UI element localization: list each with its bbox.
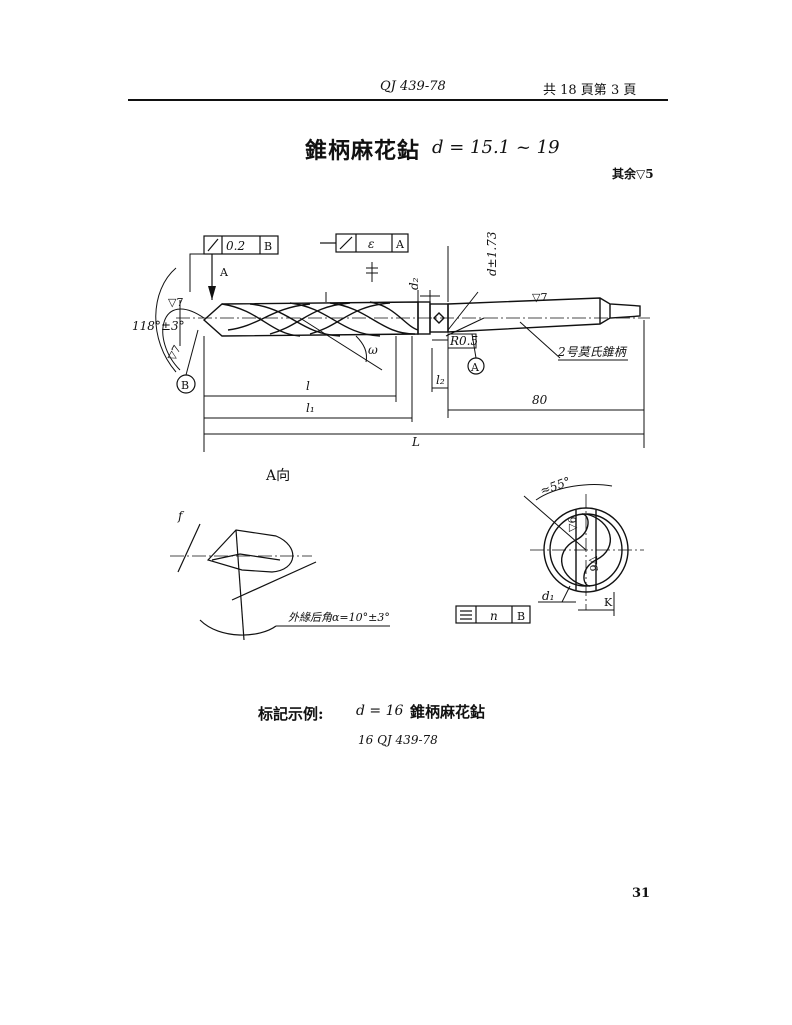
view-a-f-label: f	[177, 509, 185, 523]
view-a-point-detail	[177, 523, 317, 641]
datum-a-label: A	[219, 266, 229, 279]
d-tolerance-label: d±1.73	[485, 231, 499, 276]
view-a-k: K	[604, 596, 613, 609]
drill-body	[202, 297, 641, 337]
roughness-7-left: ▽7	[168, 296, 183, 309]
dim-l: l	[306, 379, 310, 393]
radius-label: R0.5	[449, 334, 478, 348]
helix-angle-label: ω	[368, 343, 378, 357]
title-formula: d = 15.1 ~ 19	[432, 137, 560, 158]
dim-80: 80	[532, 393, 548, 407]
tolerance-frame-1	[203, 235, 279, 255]
page-info: 共 18 頁第 3 頁	[543, 83, 637, 98]
page-number: 31	[632, 886, 651, 901]
frame3-datum: B	[517, 610, 525, 623]
frame1-datum: B	[264, 240, 272, 253]
frame3-value: n	[490, 609, 498, 623]
view-a-angle-55: ≈55°	[538, 474, 572, 498]
frame2-datum: A	[395, 238, 405, 251]
roughness-7-shank: ▽7	[532, 291, 547, 304]
example-name: 錐柄麻花鉆	[410, 703, 486, 721]
view-a-roughness-6a: ▽6	[566, 517, 579, 532]
dimension-lines	[203, 320, 645, 452]
dim-l1: l₁	[306, 401, 315, 415]
frame1-value: 0.2	[226, 239, 245, 253]
standard-number: QJ 439-78	[380, 79, 446, 94]
header-rule	[128, 99, 668, 101]
example-code: 16 QJ 439-78	[358, 733, 438, 747]
surface-roughness-note: 其余▽5	[612, 167, 654, 181]
view-a-d1: d₁	[542, 589, 555, 603]
morse-taper-label: 2号莫氏錐柄	[557, 345, 628, 359]
runout-symbol	[207, 238, 219, 252]
d2-label: d₂	[407, 277, 421, 290]
datum-a-circle-label: A	[470, 361, 480, 374]
example-label: 标記示例:	[258, 705, 324, 723]
view-a-title: A向	[266, 468, 291, 484]
dim-l2: l₂	[436, 373, 445, 387]
point-angle-label: 118°±3°	[132, 319, 185, 333]
page-title: 錐柄麻花鉆	[305, 138, 421, 164]
example-formula: d = 16	[356, 703, 404, 719]
frame2-value: ε	[368, 237, 374, 251]
dim-L: L	[411, 435, 420, 449]
clearance-angle-note: 外緣后角α=10°±3°	[288, 611, 390, 624]
tolerance-frame-3	[455, 605, 531, 624]
tolerance-frame-2	[320, 233, 409, 253]
datum-b-label: B	[181, 379, 189, 392]
view-a-roughness-6b: ▽6	[587, 556, 600, 571]
